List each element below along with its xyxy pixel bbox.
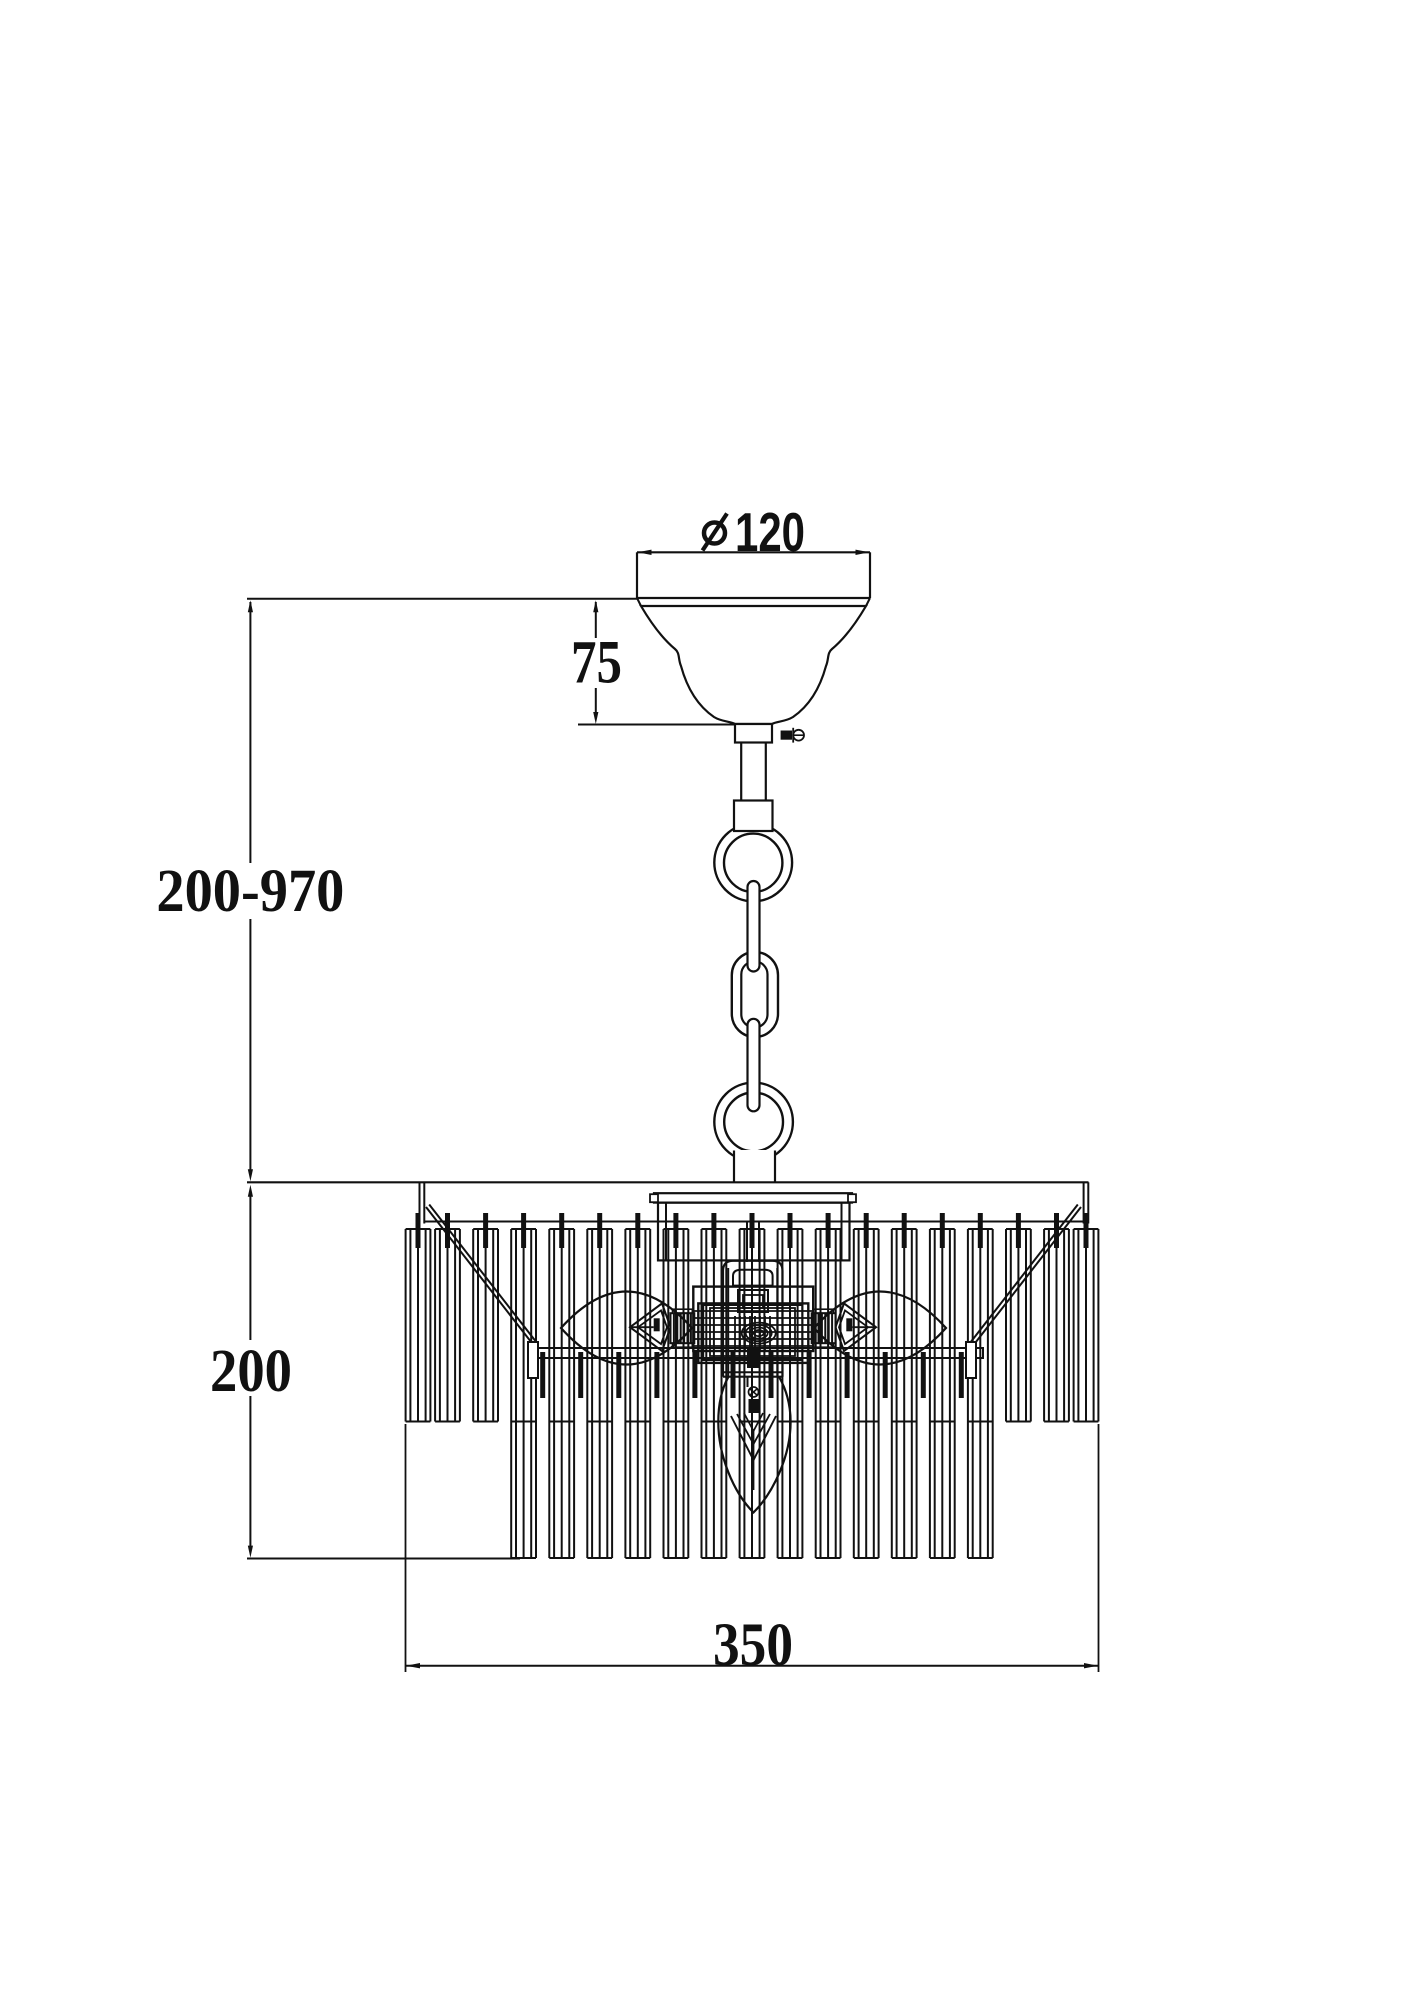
svg-text:200-970: 200-970 <box>156 857 344 925</box>
svg-text:75: 75 <box>571 629 622 697</box>
svg-text:350: 350 <box>713 1611 793 1679</box>
svg-text:120: 120 <box>735 501 805 563</box>
svg-text:200: 200 <box>210 1337 292 1405</box>
